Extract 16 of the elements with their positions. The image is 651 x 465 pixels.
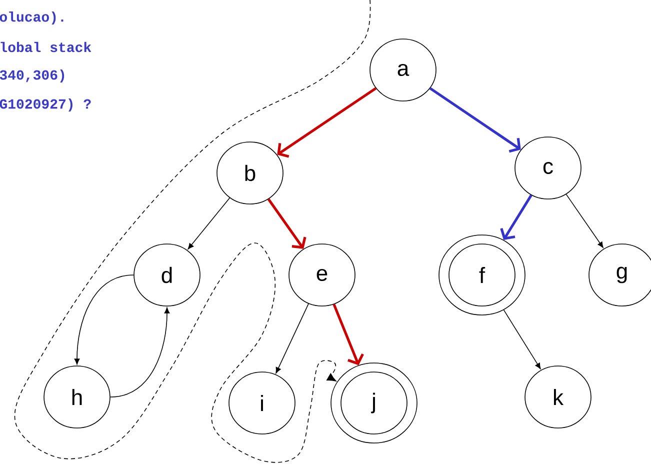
arrow [503, 310, 541, 370]
arrow [500, 194, 532, 240]
code-line: 340,306) [0, 69, 64, 82]
arrow [566, 194, 604, 248]
arrow [277, 87, 377, 158]
arrow [276, 303, 309, 374]
arrow [267, 198, 306, 249]
arrow [332, 304, 364, 366]
code-line: olucao). [0, 11, 64, 24]
arrow [429, 87, 521, 153]
arrow [74, 274, 134, 365]
code-line: G1020927) ? [0, 98, 91, 112]
arrow [110, 307, 170, 398]
code-line: lobal stack [0, 42, 92, 52]
trace-line [14, 0, 371, 463]
arrow [188, 198, 230, 250]
